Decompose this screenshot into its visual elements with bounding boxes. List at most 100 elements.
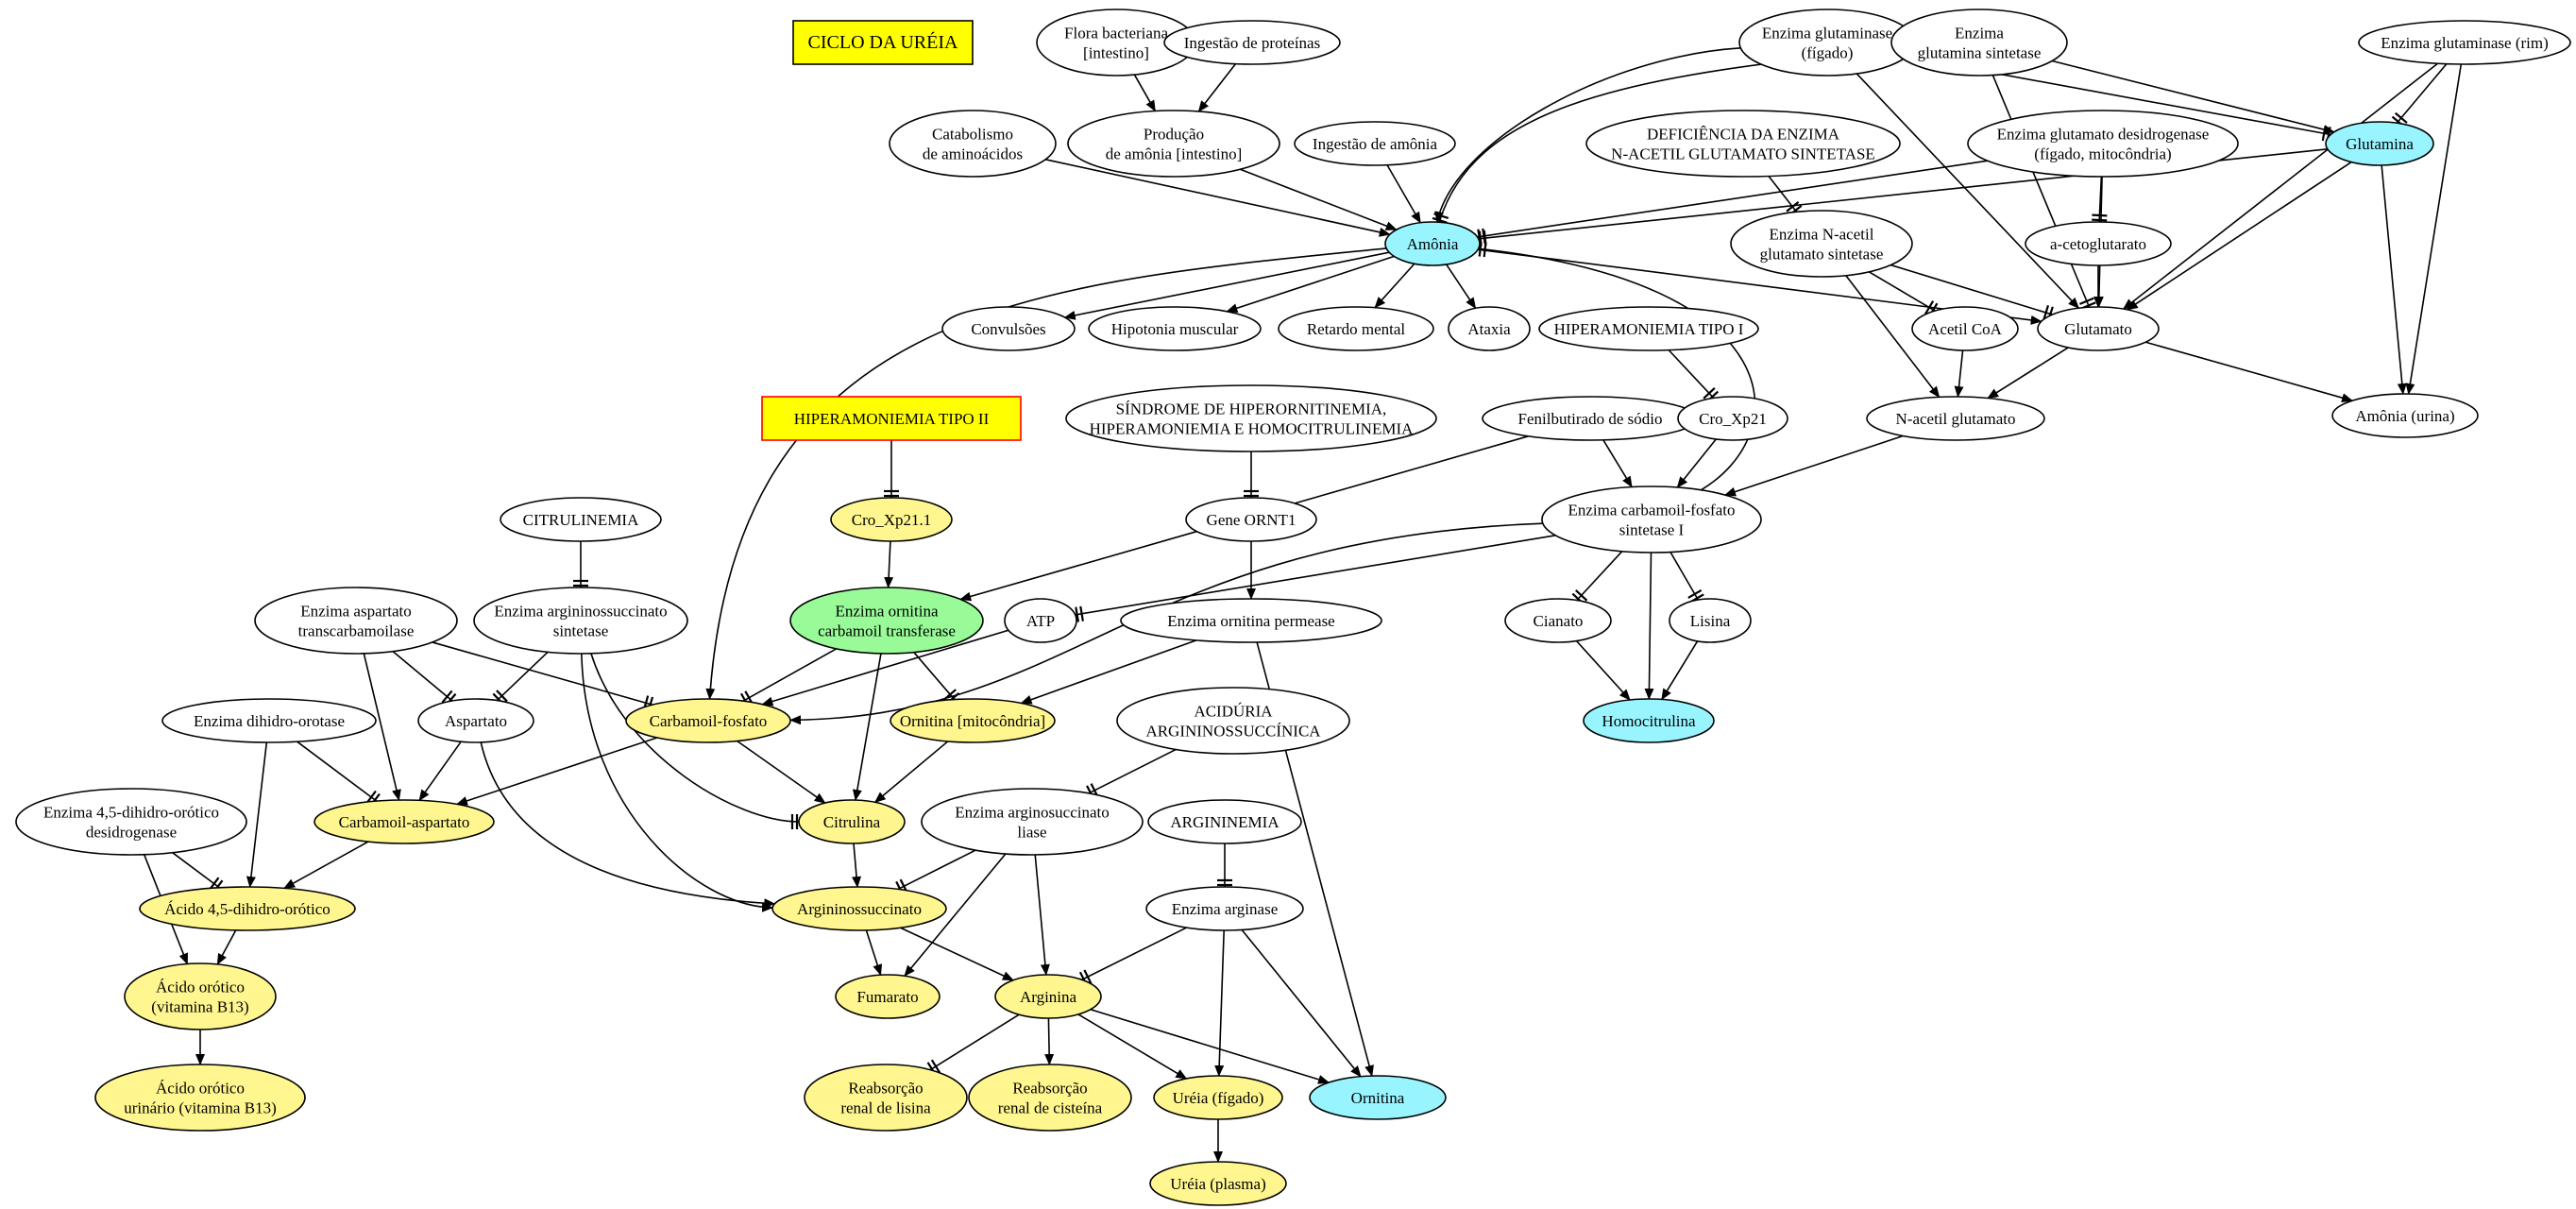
node-label-ac45: Ácido 4,5-dihidro-orótico (164, 900, 330, 918)
inhibit-mark-enzargs-to-aspartato-1 (496, 690, 508, 703)
node-shape-enzcps (1541, 485, 1762, 553)
edge-enzargs-to-aspartato (496, 651, 549, 702)
node-arginemia: ARGININEMIA (1147, 799, 1302, 844)
inhibit-mark-enzarginase-to-arginina-1 (1083, 969, 1093, 984)
edge-amonia-to-hipot (1226, 255, 1395, 314)
edge-ac45-to-acorotico (216, 929, 237, 965)
inhibit-mark-enzgsint-to-glutamato-1 (2079, 297, 2094, 305)
edge-aspartato-to-carbasp (418, 741, 462, 802)
edge-enzgsint-to-glutamina (2052, 60, 2335, 134)
node-label-amonia: Amônia (1407, 235, 1459, 253)
edge-acetilcoa-to-nacglut (1954, 349, 1964, 399)
node-shape-enzgrim (2358, 20, 2571, 65)
edge-enznacs-to-nacglut (1845, 275, 1940, 399)
edge-croxp211-to-enzoct (884, 540, 894, 589)
node-label-ureiafig: Uréia (fígado) (1173, 1089, 1264, 1107)
node-shape-acorourin (94, 1064, 306, 1132)
edge-enzcps-to-homocit (1644, 552, 1654, 700)
edge-enzgdes-to-amonia (1477, 160, 1989, 238)
inhibit-mark-enzgsint-to-amonia-1 (1433, 213, 1449, 219)
node-acetilcoa: Acetil CoA (1911, 306, 2019, 351)
node-croxp211: Cro_Xp21.1 (830, 497, 953, 542)
edge-enzgsint-to-glutamato (1991, 75, 2091, 308)
edge-enzaspt-to-carbasp (363, 653, 401, 802)
edge-catab-to-amonia (1045, 159, 1391, 237)
edge-aspartato-to-argsucc (480, 741, 776, 909)
node-geneornt: Gene ORNT1 (1185, 497, 1317, 542)
node-label-cianato: Cianato (1534, 612, 1584, 630)
node-label-enzarginase: Enzima arginase (1172, 900, 1279, 918)
node-label-enzgfig: Enzima glutaminase(fígado) (1762, 25, 1892, 62)
node-label-enzgrim: Enzima glutaminase (rim) (2381, 34, 2549, 52)
node-label-ingprot: Ingestão de proteínas (1184, 34, 1320, 52)
inhibit-mark-enzgdes-to-acetoglu-1 (2092, 213, 2108, 217)
node-shape-enzarginase (1145, 886, 1304, 931)
node-shape-arginina (994, 974, 1102, 1019)
node-shape-nacglut (1866, 396, 2045, 441)
inhibit-mark-enznacs-to-acetilcoa-1 (1924, 300, 1935, 315)
edge-enzgfig-to-amonia (1434, 47, 1741, 224)
node-label-acetoglu: a-cetoglutarato (2050, 235, 2146, 253)
node-label-ingamo: Ingestão de amônia (1313, 135, 1438, 153)
node-label-amourina: Amônia (urina) (2355, 407, 2454, 425)
edge-carbfosf-to-carbasp (455, 737, 658, 806)
node-arginina: Arginina (994, 974, 1102, 1019)
node-label-nacglut: N-acetil glutamato (1896, 410, 2016, 428)
node-nacglut: N-acetil glutamato (1866, 396, 2045, 441)
node-shape-acetilcoa (1911, 306, 2019, 351)
edge-enzarginase-to-ureiafig (1214, 929, 1225, 1077)
edge-enzarginase-to-arginina (1081, 927, 1187, 980)
node-label-hipot: Hipotonia muscular (1111, 320, 1239, 338)
inhibit-mark-arginina-to-reablis-1 (930, 1059, 941, 1074)
edge-enzcps-to-lisina (1669, 552, 1699, 601)
inhibit-mark-enzgdes-to-acetoglu-0 (2092, 218, 2108, 222)
edge-ingprot-to-prodamo (1197, 63, 1237, 112)
node-label-lisina: Lisina (1690, 612, 1731, 630)
inhibit-mark-enzoct-to-ornmit-1 (943, 689, 957, 701)
node-label-croxp21: Cro_Xp21 (1699, 410, 1767, 428)
node-amourina: Amônia (urina) (2331, 393, 2479, 438)
node-shape-amourina (2331, 393, 2479, 438)
node-shape-ataxia (1448, 306, 1531, 351)
node-glutamato: Glutamato (2037, 306, 2160, 351)
node-shape-amonia (1384, 221, 1481, 266)
node-shape-citrulina (798, 799, 906, 844)
node-ureiafig: Uréia (fígado) (1153, 1075, 1283, 1120)
node-label-ornmit: Ornitina [mitocôndria] (900, 712, 1045, 730)
edge-enzdhor-to-carbasp (297, 741, 378, 802)
node-label-citrulina: Citrulina (823, 813, 881, 831)
node-enzgrim: Enzima glutaminase (rim) (2358, 20, 2571, 65)
node-flora: Flora bacteriana[intestino] (1036, 9, 1196, 77)
node-shape-acetoglu (2025, 221, 2172, 266)
node-shape-enznacs (1730, 210, 1913, 278)
edge-enzgfig-to-glutamato (1856, 73, 2080, 309)
node-shape-arginemia (1147, 799, 1302, 844)
node-ac45: Ácido 4,5-dihidro-orótico (139, 886, 356, 931)
node-ataxia: Ataxia (1448, 306, 1531, 351)
node-enzgfig: Enzima glutaminase(fígado) (1738, 9, 1916, 77)
edge-carbasp-to-ac45 (283, 841, 369, 890)
node-shape-glutamato (2037, 306, 2160, 351)
node-shape-enzoct (789, 587, 984, 655)
inhibit-mark-enzcps-to-amonia-1 (1483, 242, 1487, 258)
node-shape-ingamo (1294, 121, 1456, 166)
node-hiper2: HIPERAMONIEMIA TIPO II (761, 396, 1022, 441)
edge-enzoct-to-citrulina (852, 653, 882, 802)
node-shape-defic (1585, 110, 1901, 178)
edge-lisina-to-homocit (1661, 640, 1699, 701)
node-carbasp: Carbamoil-aspartato (314, 799, 495, 844)
edge-enzoct-to-ornmit (913, 652, 956, 701)
edge-arginina-to-ornitina (1090, 1008, 1330, 1084)
node-retardo: Retardo mental (1278, 306, 1434, 351)
node-shape-enzdhor (161, 698, 377, 743)
edge-enzaspt-to-carbfosf (432, 641, 652, 706)
